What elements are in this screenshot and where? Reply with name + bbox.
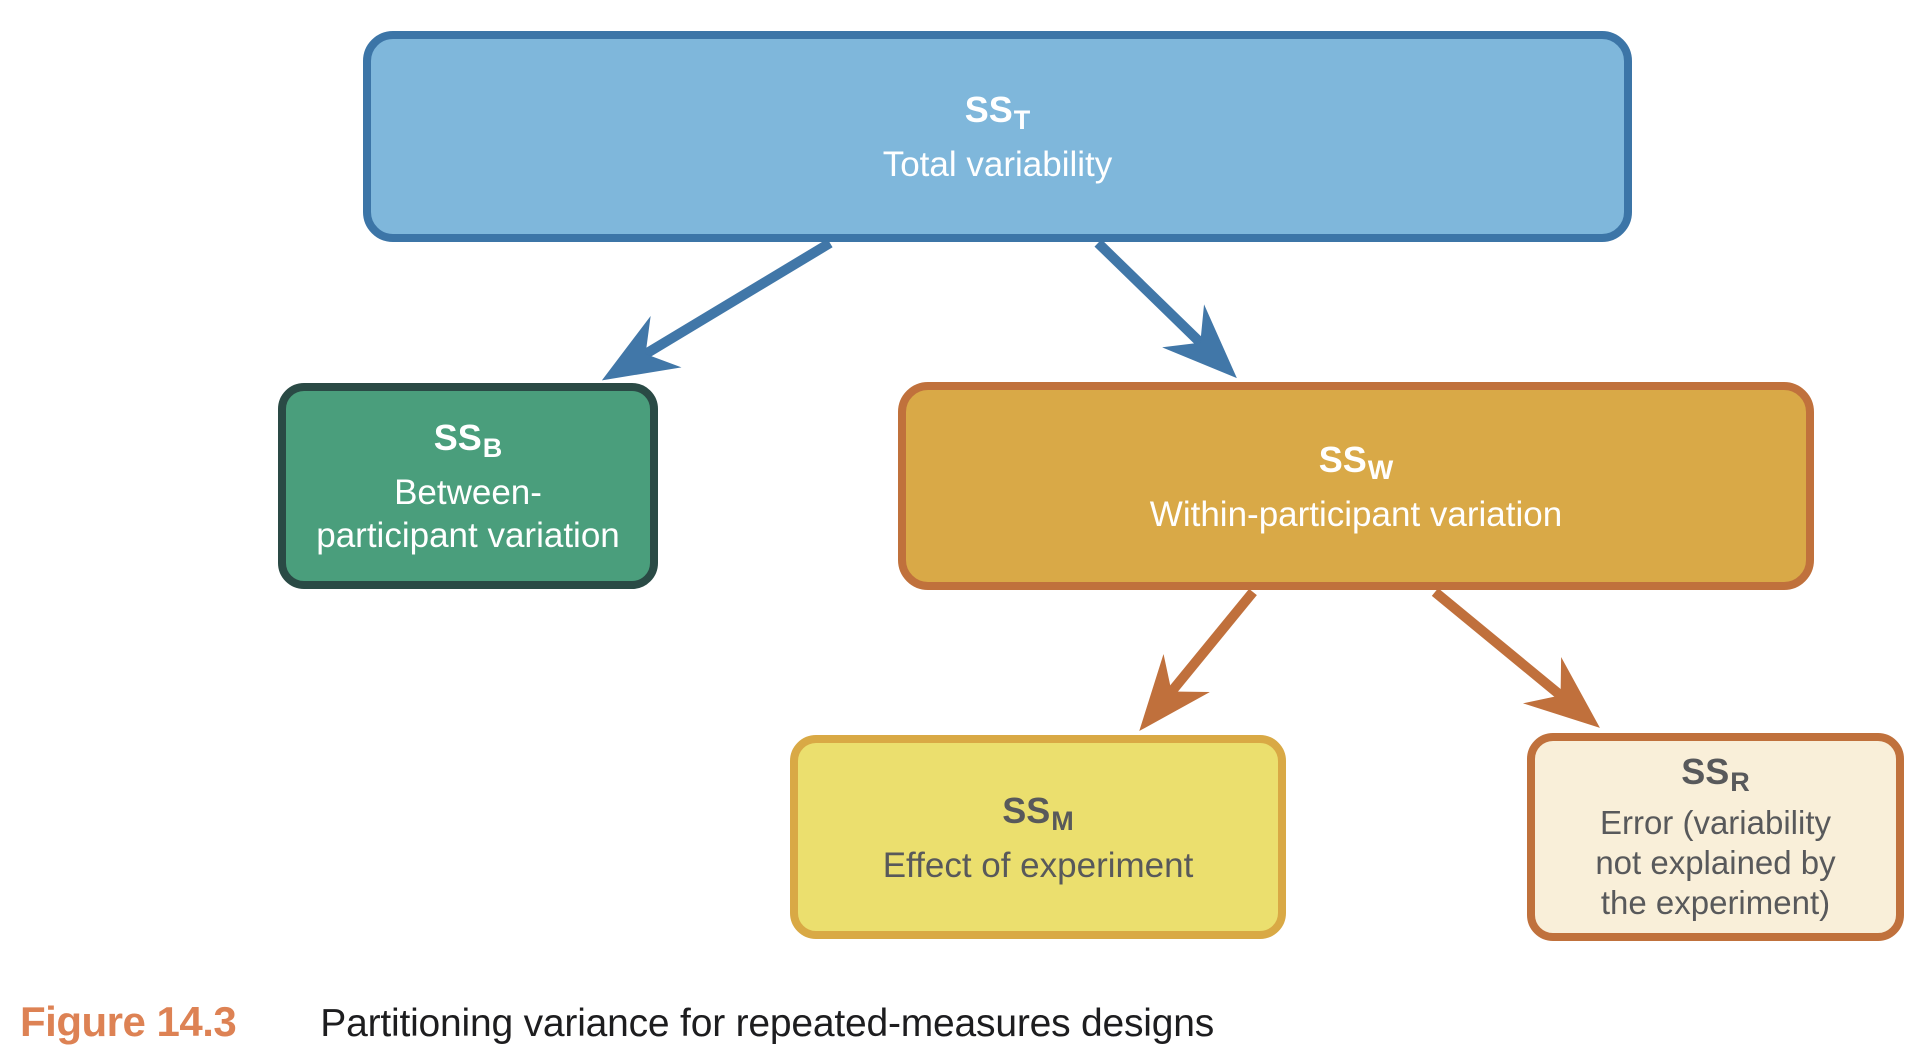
node-error-residual: SSR Error (variability not explained by … [1527, 733, 1904, 941]
figure-number: Figure 14.3 [20, 998, 237, 1045]
node-error-residual-label: Error (variability not explained by the … [1595, 804, 1836, 921]
figure-caption: Figure 14.3 Partitioning variance for re… [20, 998, 1214, 1046]
ss-subscript: T [1013, 105, 1031, 135]
node-between-participant-symbol: SSB [434, 415, 503, 471]
ss-symbol: SS [433, 417, 482, 458]
figure-caption-text: Partitioning variance for repeated-measu… [320, 1002, 1215, 1045]
ss-symbol: SS [1002, 789, 1051, 831]
node-total-variability-label: Total variability [882, 145, 1113, 184]
node-effect-of-experiment-symbol: SSM [1002, 788, 1074, 844]
ss-subscript: R [1730, 767, 1750, 797]
arrow-ssw-to-ssm [1139, 588, 1257, 732]
node-total-variability: SST Total variability [363, 31, 1632, 242]
arrow-sst-to-ssw [1094, 239, 1237, 379]
ss-symbol: SS [1318, 438, 1367, 480]
ss-symbol: SS [964, 89, 1013, 130]
node-within-participant-label: Within-participant variation [1149, 494, 1563, 534]
node-effect-of-experiment: SSM Effect of experiment [790, 735, 1286, 939]
ss-subscript: W [1367, 454, 1394, 485]
node-between-participant: SSB Between- participant variation [278, 383, 658, 589]
node-error-residual-symbol: SSR [1681, 751, 1750, 803]
node-within-participant-symbol: SSW [1319, 437, 1394, 493]
ss-subscript: B [482, 433, 503, 463]
node-total-variability-symbol: SST [965, 87, 1031, 143]
ss-subscript: M [1051, 805, 1074, 836]
node-between-participant-label: Between- participant variation [316, 473, 620, 555]
ss-symbol: SS [1681, 751, 1730, 792]
arrow-sst-to-ssb [601, 238, 833, 381]
node-within-participant: SSW Within-participant variation [898, 382, 1814, 590]
arrow-ssw-to-ssr [1431, 588, 1600, 728]
node-effect-of-experiment-label: Effect of experiment [882, 845, 1194, 885]
